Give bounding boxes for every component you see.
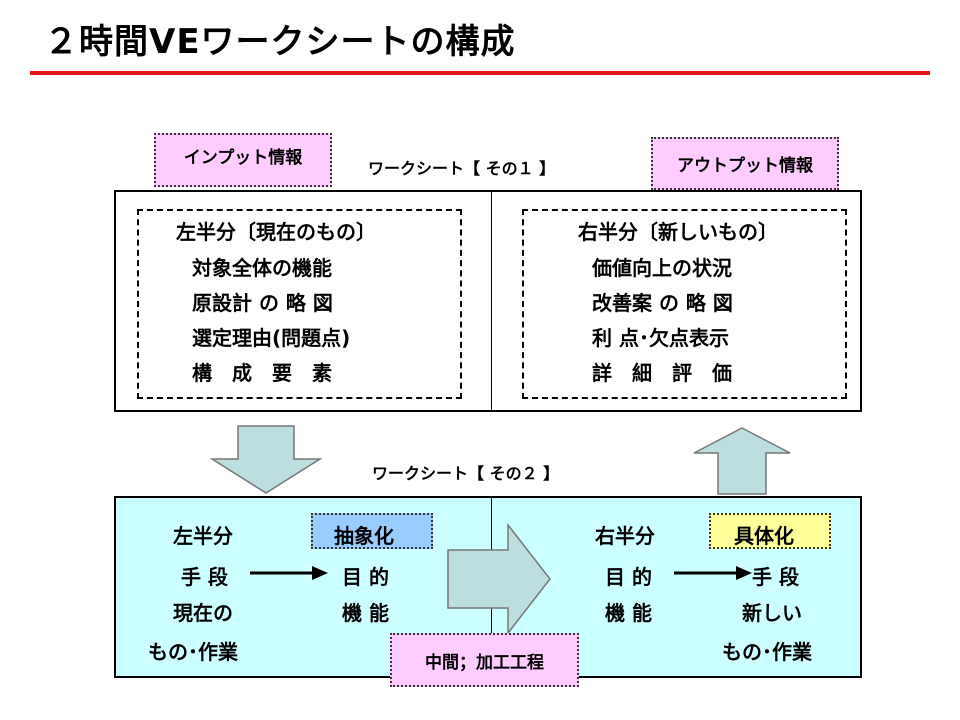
worksheet1-left-panel: [137, 209, 462, 399]
left-half-heading: 左半分〔現在のもの〕: [176, 220, 376, 244]
concrete-badge: 具体化: [734, 524, 794, 548]
left-item: 原設計 の 略 図: [192, 291, 333, 315]
right-item: 改善案 の 略 図: [592, 291, 733, 315]
ws2-left-col-a: 現在の: [173, 601, 233, 625]
ws2-right-heading: 右半分: [595, 524, 655, 548]
ws2-left-col-b: 機 能: [342, 601, 389, 625]
left-item: 対象全体の機能: [192, 256, 332, 280]
worksheet2-label: ワークシート【 その２ 】: [372, 464, 560, 483]
up-arrow-icon: [693, 427, 791, 495]
right-block-arrow-icon: [447, 523, 551, 635]
abstract-badge-bg: [311, 513, 433, 549]
ws2-left-col-a: もの･作業: [148, 640, 238, 664]
left-item: 構 成 要 素: [192, 361, 332, 385]
ws2-right-col-b: 新しい: [742, 601, 802, 625]
right-item: 詳 細 評 価: [592, 361, 732, 385]
title-underline: [30, 71, 930, 75]
worksheet1-box: [114, 190, 862, 412]
ws2-right-col-b: 手 段: [752, 565, 799, 589]
left-item: 選定理由(問題点): [192, 326, 351, 350]
concrete-badge-bg: [709, 513, 831, 549]
worksheet1-right-panel: [522, 209, 847, 399]
ws2-left-col-a: 手 段: [181, 565, 228, 589]
worksheet1-divider: [491, 190, 492, 412]
input-info-tag: インプット情報: [154, 133, 332, 187]
right-half-heading: 右半分〔新しいもの〕: [578, 220, 778, 244]
right-item: 価値向上の状況: [592, 256, 732, 280]
abstract-badge: 抽象化: [334, 524, 394, 548]
ws2-right-col-a: 機 能: [605, 601, 652, 625]
right-item: 利 点･欠点表示: [592, 326, 729, 350]
output-info-tag: アウトプット情報: [651, 137, 839, 190]
middle-process-tag: 中間；加工工程: [390, 633, 579, 687]
right-line-arrow-icon: [250, 566, 328, 580]
page-title: ２時間VEワークシートの構成: [44, 22, 516, 62]
ws2-right-col-b: もの･作業: [722, 640, 812, 664]
ws2-right-col-a: 目 的: [605, 565, 652, 589]
ws2-left-heading: 左半分: [173, 524, 233, 548]
worksheet1-label: ワークシート【 その１ 】: [368, 159, 556, 178]
down-arrow-icon: [210, 425, 322, 494]
ws2-left-col-b: 目 的: [342, 565, 389, 589]
right-line-arrow-icon: [674, 566, 752, 580]
